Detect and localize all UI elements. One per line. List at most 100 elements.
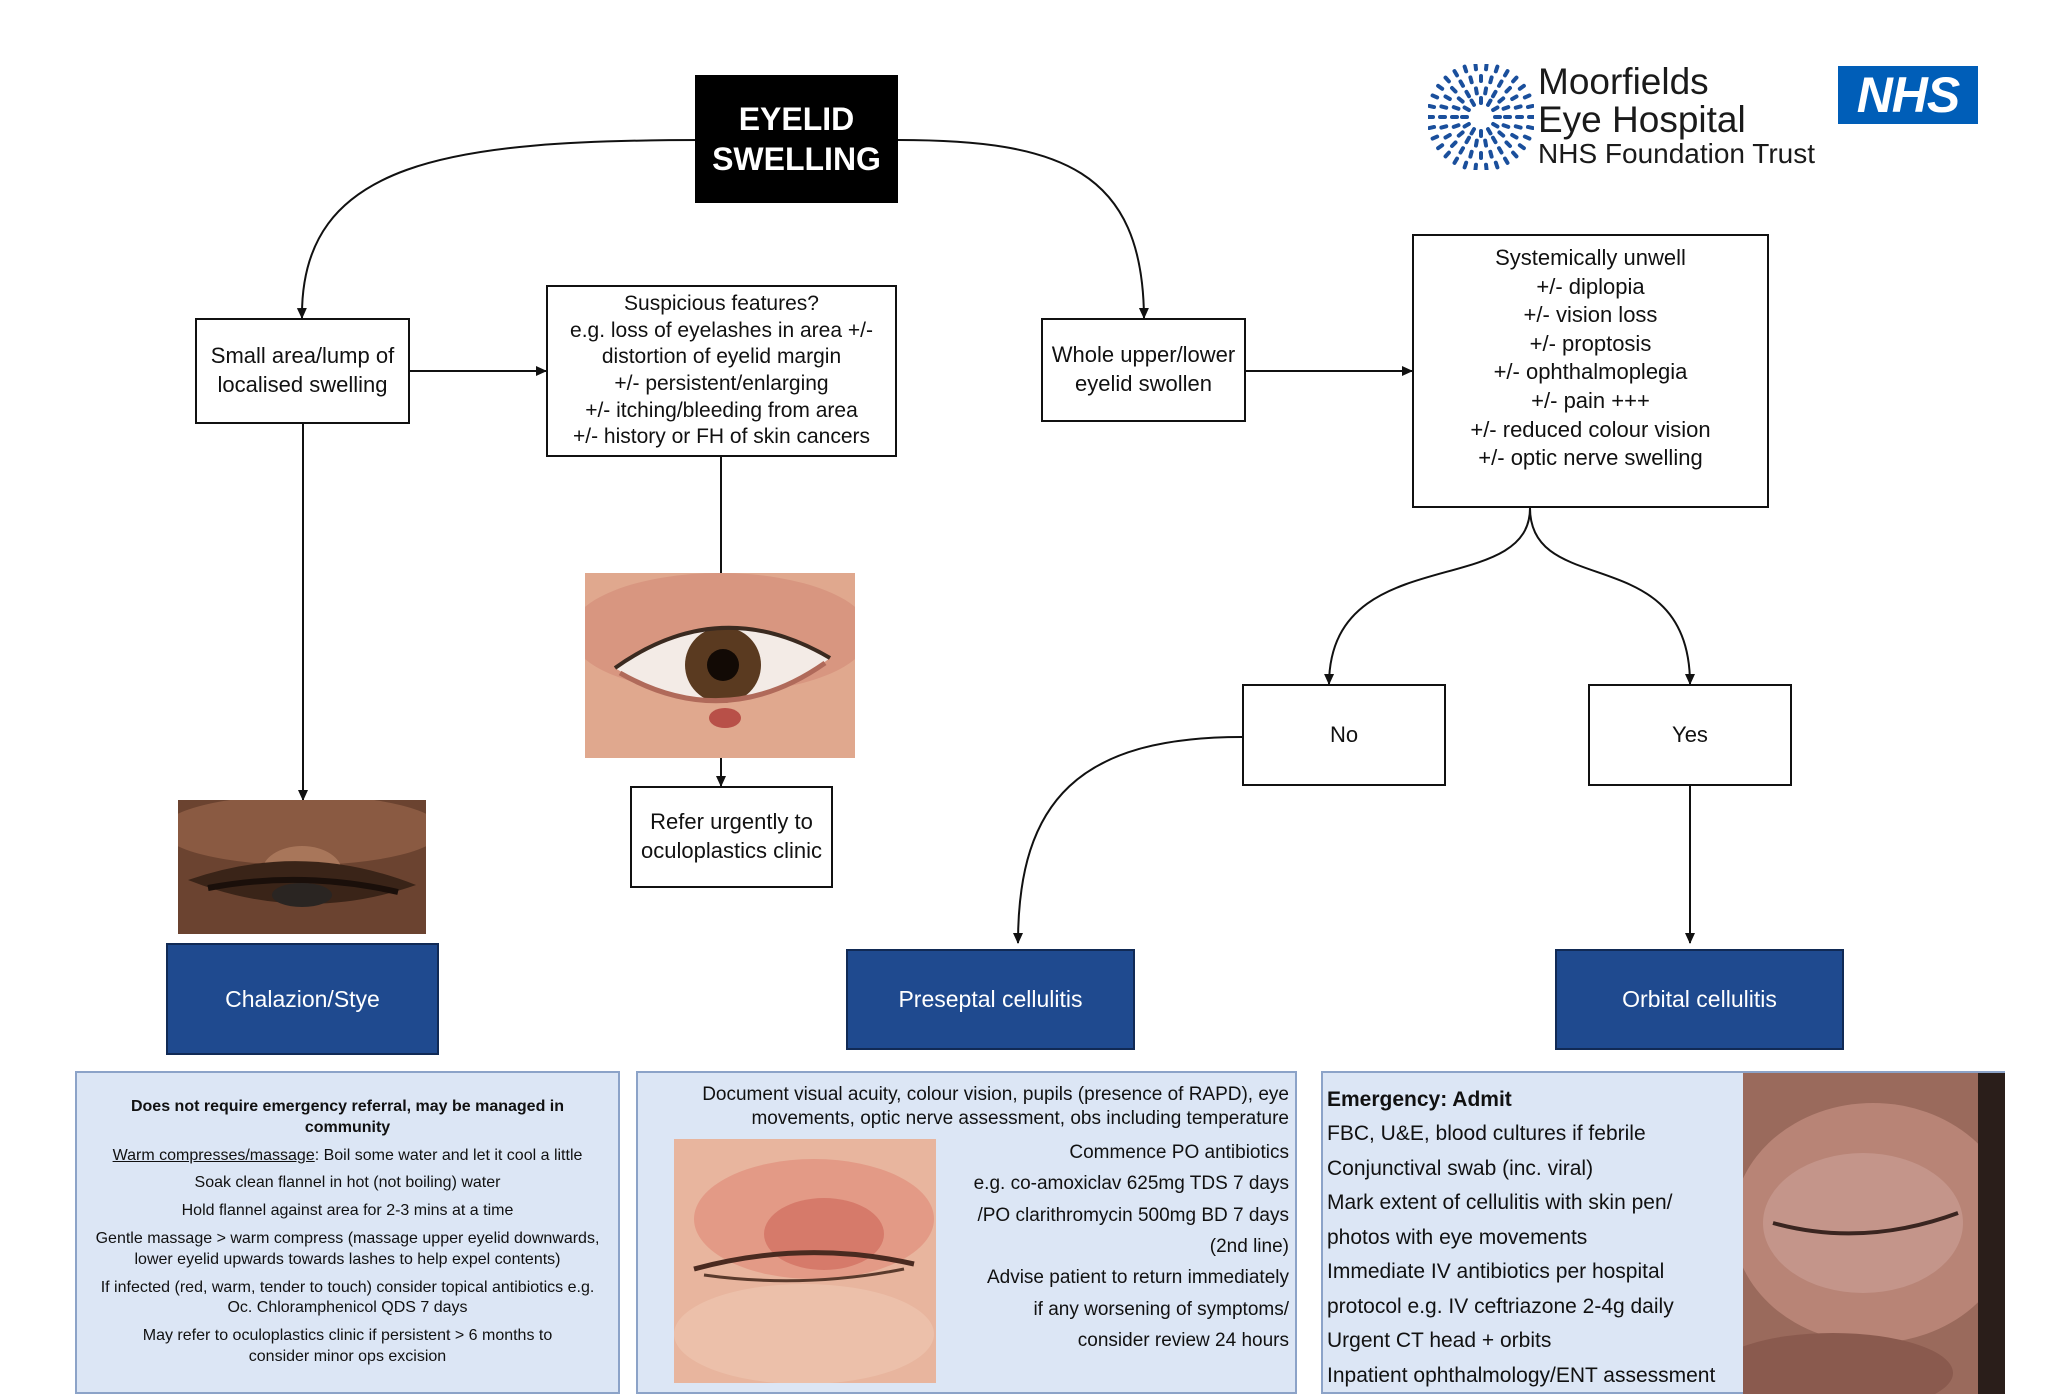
- title-box: EYELID SWELLING: [695, 75, 898, 203]
- panel-orbital: Emergency: Admit FBC, U&E, blood culture…: [1321, 1071, 2005, 1394]
- logo-ray: [1503, 69, 1510, 78]
- systemic-line3: +/- vision loss: [1523, 302, 1658, 328]
- title-line1: EYELID: [738, 101, 855, 137]
- node-small-area-line2: localised swelling: [217, 372, 388, 397]
- orbital-line8: Inpatient ophthalmology/ENT assessment: [1327, 1363, 1716, 1387]
- whole-line2: eyelid swollen: [1075, 371, 1212, 396]
- orbital-line1: FBC, U&E, blood cultures if febrile: [1327, 1122, 1646, 1146]
- logo-ray: [1458, 79, 1465, 88]
- logo-ray: [1491, 105, 1500, 112]
- panel-chalazion-line2: Hold flannel against area for 2-3 mins a…: [181, 1202, 514, 1220]
- orbital-line5: Immediate IV antibiotics per hospital: [1327, 1260, 1665, 1284]
- preseptal-line7: consider review 24 hours: [1077, 1330, 1289, 1352]
- logo-ray: [1510, 94, 1519, 101]
- systemic-line1: Systemically unwell: [1495, 245, 1686, 270]
- suspicious-line2: e.g. loss of eyelashes in area +/-: [570, 318, 873, 342]
- panel-preseptal-top: Document visual acuity, colour vision, p…: [702, 1084, 1289, 1129]
- node-yes: Yes: [1588, 684, 1792, 786]
- photo-eyelid-lesion: [585, 573, 855, 758]
- suspicious-line3: distortion of eyelid margin: [601, 345, 842, 369]
- outcome-preseptal-label: Preseptal cellulitis: [898, 986, 1083, 1012]
- logo-ray: [1511, 150, 1519, 159]
- logo-ray: [1522, 134, 1532, 141]
- preseptal-line3: /PO clarithromycin 500mg BD 7 days: [977, 1204, 1289, 1226]
- systemic-line5: +/- ophthalmoplegia: [1493, 359, 1688, 385]
- outcome-orbital: Orbital cellulitis: [1555, 949, 1844, 1050]
- moorfields-logo-icon: [1428, 64, 1534, 170]
- logo-line1: Moorfields: [1538, 61, 1709, 102]
- logo-ray: [1450, 140, 1458, 148]
- logo-ray: [1488, 75, 1494, 85]
- nhs-logo: NHS: [1838, 66, 1978, 124]
- title-line2: SWELLING: [712, 141, 881, 177]
- logo-ray: [1497, 130, 1506, 138]
- orbital-line3: Mark extent of cellulitis with skin pen/: [1327, 1191, 1673, 1215]
- logo-ray: [1462, 122, 1471, 129]
- node-no: No: [1242, 684, 1446, 786]
- logo-ray: [1491, 89, 1498, 99]
- logo-ray: [1462, 160, 1469, 170]
- panel-orbital-list: Emergency: Admit FBC, U&E, blood culture…: [1327, 1083, 1747, 1393]
- arrow-title-to-whole: [897, 139, 1149, 319]
- arrow-systemic-to-yes: [1529, 507, 1695, 685]
- node-no-label: No: [1329, 721, 1359, 747]
- logo-ray: [1511, 75, 1519, 84]
- photo-chalazion: [178, 800, 426, 934]
- panel-chalazion: Does not require emergency referral, may…: [75, 1071, 620, 1394]
- node-suspicious: Suspicious features? e.g. loss of eyelas…: [546, 285, 897, 457]
- logo-ray: [1428, 124, 1437, 131]
- logo-ray: [1497, 96, 1506, 104]
- preseptal-line4: (2nd line): [1209, 1236, 1289, 1258]
- systemic-line7: +/- reduced colour vision: [1470, 416, 1711, 442]
- logo-ray: [1504, 140, 1512, 148]
- orbital-line7: Urgent CT head + orbits: [1327, 1329, 1552, 1353]
- logo-ray: [1469, 127, 1476, 136]
- photo-preseptal: [674, 1139, 936, 1383]
- logo-ray: [1464, 135, 1471, 145]
- orbital-line4: photos with eye movements: [1327, 1225, 1588, 1249]
- preseptal-line6: if any worsening of symptoms/: [1033, 1298, 1289, 1320]
- logo-ray: [1473, 138, 1479, 148]
- logo-ray: [1464, 89, 1471, 99]
- logo-ray: [1503, 156, 1510, 165]
- logo-ray: [1468, 149, 1474, 159]
- outcome-chalazion-label: Chalazion/Stye: [225, 985, 380, 1012]
- compress-label: Warm compresses/massage: [112, 1146, 315, 1164]
- logo-ray: [1428, 103, 1437, 110]
- logo-ray: [1522, 93, 1532, 100]
- logo-name: Moorfields Eye Hospital NHS Foundation T…: [1538, 63, 1815, 169]
- logo-ray: [1497, 79, 1504, 88]
- arrow-title-to-small: [296, 139, 706, 319]
- logo-ray: [1473, 64, 1478, 72]
- logo-ray: [1443, 75, 1451, 84]
- logo-ray: [1491, 122, 1500, 129]
- logo-ray: [1443, 133, 1452, 140]
- logo-ray: [1473, 86, 1479, 96]
- logo-ray: [1493, 64, 1500, 74]
- panel-preseptal: Document visual acuity, colour vision, p…: [636, 1071, 1297, 1394]
- node-systemic: Systemically unwell +/- diplopia +/- vis…: [1412, 234, 1769, 508]
- logo-ray: [1452, 69, 1459, 78]
- logo-ray: [1513, 124, 1523, 130]
- logo-ray: [1443, 150, 1451, 159]
- nhs-logo-text: NHS: [1856, 67, 1961, 123]
- logo-ray: [1462, 105, 1471, 112]
- node-refer: Refer urgently to oculoplastics clinic: [630, 786, 833, 888]
- systemic-line2: +/- diplopia: [1536, 273, 1645, 299]
- logo-ray: [1501, 105, 1511, 111]
- logo-ray: [1430, 93, 1440, 100]
- logo-ray: [1483, 86, 1489, 96]
- refer-line2: oculoplastics clinic: [641, 838, 822, 863]
- panel-chalazion-line1: Soak clean flannel in hot (not boiling) …: [194, 1174, 501, 1192]
- node-small-area: Small area/lump of localised swelling: [195, 318, 410, 424]
- logo-ray: [1525, 124, 1534, 131]
- node-yes-label: Yes: [1672, 721, 1708, 747]
- node-whole-eyelid: Whole upper/lower eyelid swollen: [1041, 318, 1246, 422]
- logo-ray: [1469, 98, 1476, 107]
- logo-ray: [1501, 123, 1511, 129]
- logo-ray: [1473, 162, 1478, 170]
- outcome-preseptal: Preseptal cellulitis: [846, 949, 1135, 1050]
- suspicious-line5: +/- itching/bleeding from area: [585, 398, 858, 422]
